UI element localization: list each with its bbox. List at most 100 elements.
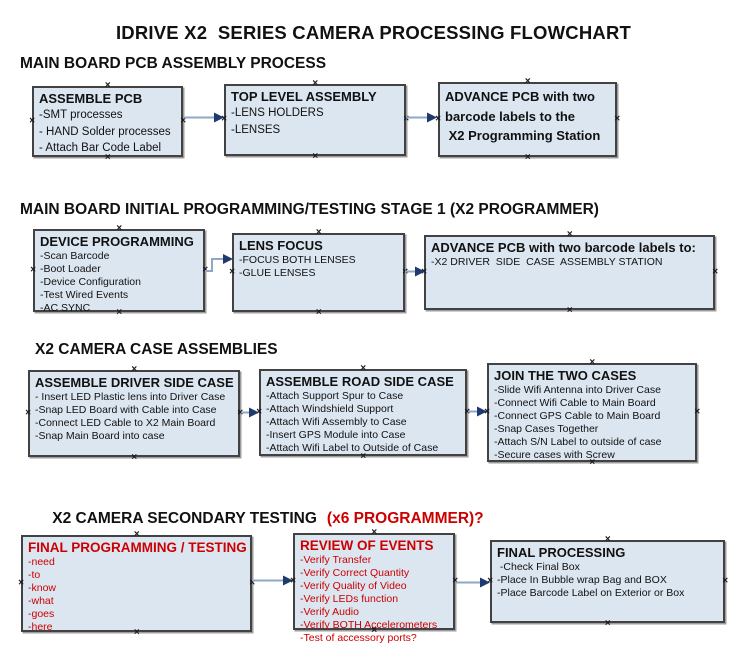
right-arrow-icon xyxy=(468,406,487,417)
connection-handle-top xyxy=(116,224,122,234)
box-final-processing[interactable]: FINAL PROCESSING -Check Final Box -Place… xyxy=(490,540,725,623)
elbow-arrow-icon xyxy=(205,254,233,272)
box-item: -Boot Loader xyxy=(40,263,101,275)
box-line: barcode labels to the xyxy=(445,108,576,124)
box-title: ASSEMBLE DRIVER SIDE CASE xyxy=(35,375,234,390)
connection-handle-left xyxy=(25,408,31,418)
box-item: - HAND Solder processes xyxy=(39,125,171,138)
box-item: -X2 DRIVER SIDE CASE ASSEMBLY STATION xyxy=(431,256,663,268)
section-heading-initial-programming: MAIN BOARD INITIAL PROGRAMMING/TESTING S… xyxy=(20,201,599,218)
connection-handle-bottom xyxy=(605,619,611,629)
box-item: -Place Barcode Label on Exterior or Box xyxy=(497,587,685,599)
box-item: -Attach Wifi Label to Outside of Case xyxy=(266,442,439,454)
connector-arrow[interactable] xyxy=(455,576,490,594)
connection-handle-bottom xyxy=(567,306,573,316)
section-heading-secondary-testing-black: X2 CAMERA SECONDARY TESTING xyxy=(52,510,317,527)
box-assemble-driver-side-case[interactable]: ASSEMBLE DRIVER SIDE CASE - Insert LED P… xyxy=(28,370,240,457)
box-item: - Insert LED Plastic lens into Driver Ca… xyxy=(35,391,226,403)
box-item: -Connect GPS Cable to Main Board xyxy=(494,410,661,422)
box-final-programming-testing[interactable]: FINAL PROGRAMMING / TESTING -need -to -k… xyxy=(18,535,252,633)
box-item: -Verify Transfer xyxy=(300,554,372,566)
box-item: -Insert GPS Module into Case xyxy=(266,429,406,441)
box-title: LENS FOCUS xyxy=(239,238,323,253)
box-item: -Check Final Box xyxy=(497,561,580,573)
connector-arrow[interactable] xyxy=(184,111,224,129)
box-advance-pcb-programming-station[interactable]: ADVANCE PCB with two barcode labels to t… xyxy=(438,82,617,157)
connection-handle-top xyxy=(567,230,573,240)
right-arrow-icon xyxy=(241,407,259,418)
box-item: -Snap Main Board into case xyxy=(35,430,165,442)
section-heading-secondary-testing-red: (x6 PROGRAMMER)? xyxy=(326,510,484,527)
connection-handle-right xyxy=(712,267,718,277)
connection-handle-top xyxy=(360,364,366,374)
connector-arrow[interactable] xyxy=(252,574,293,592)
connection-handle-bottom xyxy=(134,628,140,638)
connection-handle-right xyxy=(722,576,728,586)
section-heading-case-assemblies: X2 CAMERA CASE ASSEMBLIES xyxy=(35,341,278,358)
box-line: ADVANCE PCB with two xyxy=(445,89,595,104)
box-device-programming[interactable]: DEVICE PROGRAMMING -Scan Barcode -Boot L… xyxy=(33,229,205,314)
connection-handle-right xyxy=(614,114,620,124)
box-title: REVIEW OF EVENTS xyxy=(300,538,434,553)
box-item: -Test Wired Events xyxy=(40,289,129,301)
box-item: -Device Configuration xyxy=(40,276,141,288)
box-item: -Slide Wifi Antenna into Driver Case xyxy=(494,384,661,396)
box-item: -AC SYNC xyxy=(40,302,91,314)
box-assemble-road-side-case[interactable]: ASSEMBLE ROAD SIDE CASE -Attach Support … xyxy=(259,369,467,456)
right-arrow-icon xyxy=(184,112,224,123)
box-item: -goes xyxy=(28,608,55,620)
box-lens-focus[interactable]: LENS FOCUS -FOCUS BOTH LENSES -GLUE LENS… xyxy=(232,233,405,312)
box-title: JOIN THE TWO CASES xyxy=(494,368,637,383)
box-item: -Verify Quality of Video xyxy=(300,580,407,592)
box-item: - Attach Bar Code Label xyxy=(39,142,162,154)
connection-handle-top xyxy=(134,530,140,540)
box-item: -LENSES xyxy=(231,123,281,136)
box-item: -Verify Audio xyxy=(300,606,359,618)
connector-arrow[interactable] xyxy=(405,265,425,283)
box-item: -Verify Correct Quantity xyxy=(300,567,410,579)
box-item: -Connect Wifi Cable to Main Board xyxy=(494,397,656,409)
box-title: TOP LEVEL ASSEMBLY xyxy=(231,89,377,104)
connection-handle-top xyxy=(525,77,531,87)
box-title: FINAL PROGRAMMING / TESTING xyxy=(28,540,247,555)
box-item: -need xyxy=(28,556,55,568)
connection-handle-bottom xyxy=(116,308,122,318)
box-item: -SMT processes xyxy=(39,109,123,121)
box-item: -Secure cases with Screw xyxy=(494,449,615,461)
box-item: -Attach Wifi Assembly to Case xyxy=(266,416,407,428)
section-heading-secondary-testing: X2 CAMERA SECONDARY TESTING (x6 PROGRAMME… xyxy=(35,492,484,546)
box-item: -Snap LED Board with Cable into Case xyxy=(35,404,217,416)
box-join-the-two-cases[interactable]: JOIN THE TWO CASES -Slide Wifi Antenna i… xyxy=(487,363,697,462)
connection-handle-bottom xyxy=(105,153,111,163)
connector-arrow[interactable] xyxy=(406,111,437,129)
connection-handle-bottom xyxy=(316,308,322,318)
connector-arrow-elbow[interactable] xyxy=(204,252,233,280)
box-title: DEVICE PROGRAMMING xyxy=(40,234,194,249)
box-item: -Verify BOTH Accelerometers xyxy=(300,619,438,631)
connection-handle-top xyxy=(105,81,111,91)
connector-arrow[interactable] xyxy=(468,405,487,423)
box-item: -know xyxy=(28,582,57,594)
box-title: ADVANCE PCB with two barcode labels to: xyxy=(431,240,696,255)
connection-handle-top xyxy=(605,535,611,545)
connection-handle-right xyxy=(694,407,700,417)
right-arrow-icon xyxy=(406,112,437,123)
section-heading-pcb-assembly: MAIN BOARD PCB ASSEMBLY PROCESS xyxy=(20,55,327,72)
connection-handle-bottom xyxy=(371,626,377,636)
box-top-level-assembly[interactable]: TOP LEVEL ASSEMBLY -LENS HOLDERS -LENSES xyxy=(224,84,406,156)
box-advance-pcb-driver-side[interactable]: ADVANCE PCB with two barcode labels to: … xyxy=(424,235,715,310)
connection-handle-top xyxy=(316,228,322,238)
right-arrow-icon xyxy=(455,577,490,588)
box-assemble-pcb[interactable]: ASSEMBLE PCB -SMT processes - HAND Solde… xyxy=(32,86,183,157)
connector-arrow[interactable] xyxy=(241,406,259,424)
connection-handle-left xyxy=(18,578,24,588)
box-item: -Verify LEDs function xyxy=(300,593,399,605)
connection-handle-top xyxy=(131,365,137,375)
box-review-of-events[interactable]: REVIEW OF EVENTS -Verify Transfer -Verif… xyxy=(293,533,455,644)
box-item: -Place In Bubble wrap Bag and BOX xyxy=(497,574,667,586)
box-item: -FOCUS BOTH LENSES xyxy=(239,254,356,266)
box-item: -what xyxy=(28,595,54,607)
box-title: ASSEMBLE ROAD SIDE CASE xyxy=(266,374,454,389)
box-title: FINAL PROCESSING xyxy=(497,545,626,560)
